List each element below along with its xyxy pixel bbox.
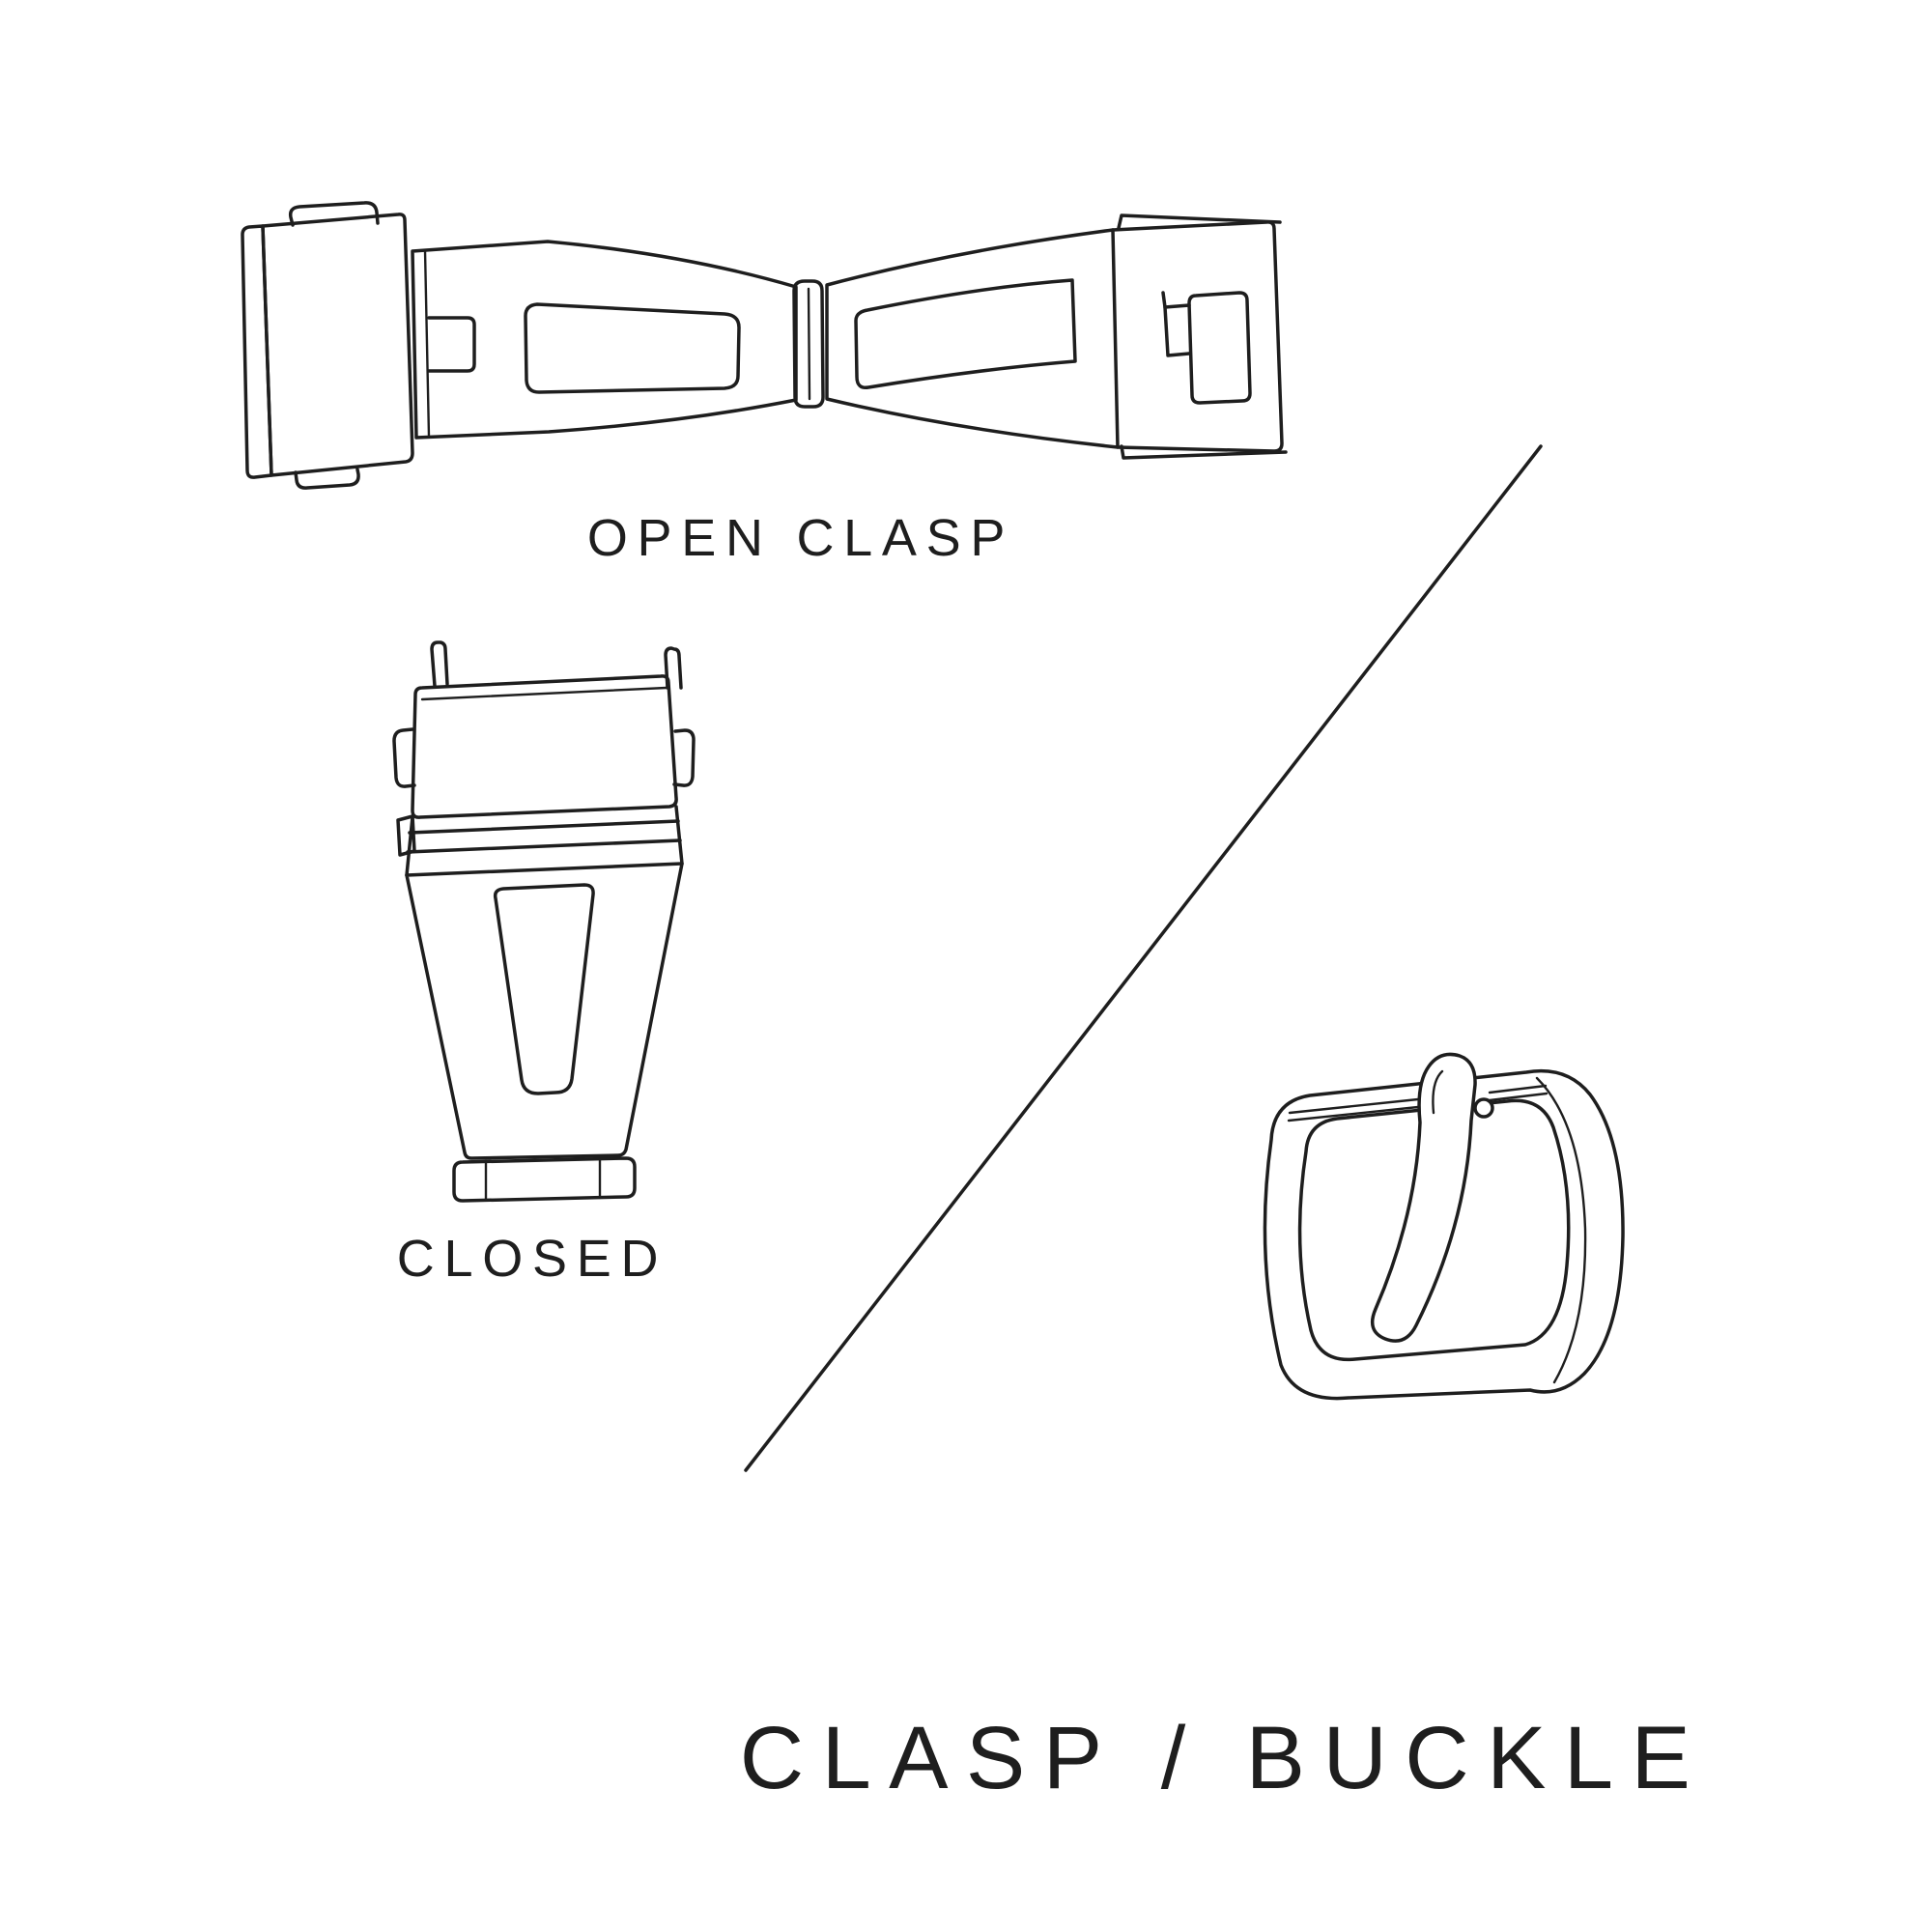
left-end-top-tab — [288, 201, 380, 227]
right-end-hook-top — [1161, 291, 1191, 309]
left-arm-window — [524, 302, 741, 394]
buckle-right-thickness-line — [1535, 1076, 1587, 1384]
buckle-bar-ring — [1473, 1097, 1494, 1119]
closed-lower-body — [405, 862, 684, 1160]
left-arm-joint-line — [423, 248, 431, 439]
right-end-catch — [1187, 291, 1252, 405]
closed-band-left-edge — [405, 815, 414, 877]
right-end-hook-bottom — [1163, 305, 1191, 357]
closed-band-right-edge — [674, 805, 684, 866]
right-arm-window — [854, 278, 1077, 390]
buckle-tang — [1370, 1052, 1477, 1343]
left-end-link — [261, 213, 414, 477]
buckle-illustration — [1263, 1052, 1625, 1401]
closed-clasp-illustration — [392, 640, 696, 1203]
right-end-bottom-step — [1120, 444, 1288, 460]
diagram-title: CLASP / BUCKLE — [739, 1709, 1709, 1807]
closed-upper-block-inner-line — [420, 686, 668, 701]
closed-right-side-tab — [672, 728, 696, 787]
open-clasp-label: OPEN CLASP — [586, 509, 1015, 567]
left-arm-notch — [427, 316, 476, 373]
left-end-bottom-tab — [294, 468, 360, 490]
center-hinge — [792, 279, 825, 409]
right-end-top-step — [1117, 213, 1282, 230]
buckle-frame-inner — [1297, 1098, 1571, 1362]
right-end-link — [1111, 220, 1284, 453]
closed-left-side-tab — [392, 727, 416, 788]
divider-line — [744, 444, 1543, 1472]
closed-band-line-2 — [406, 838, 682, 854]
closed-body-window — [493, 883, 595, 1095]
open-clasp-illustration — [241, 201, 1288, 490]
left-end-strip — [241, 224, 273, 479]
closed-band-line-1 — [408, 819, 680, 835]
buckle-frame-outer — [1263, 1068, 1625, 1401]
buckle-spring-bar-left — [1287, 1097, 1420, 1122]
closed-bottom-cap — [452, 1156, 637, 1203]
center-hinge-pin — [807, 287, 811, 401]
buckle-tang-fold-line — [1432, 1069, 1444, 1115]
closed-label: CLOSED — [396, 1230, 668, 1288]
closed-upper-block — [411, 674, 678, 819]
closed-right-prong — [664, 646, 683, 690]
closed-left-prong — [430, 640, 449, 688]
buckle-spring-bar-right — [1488, 1084, 1548, 1102]
